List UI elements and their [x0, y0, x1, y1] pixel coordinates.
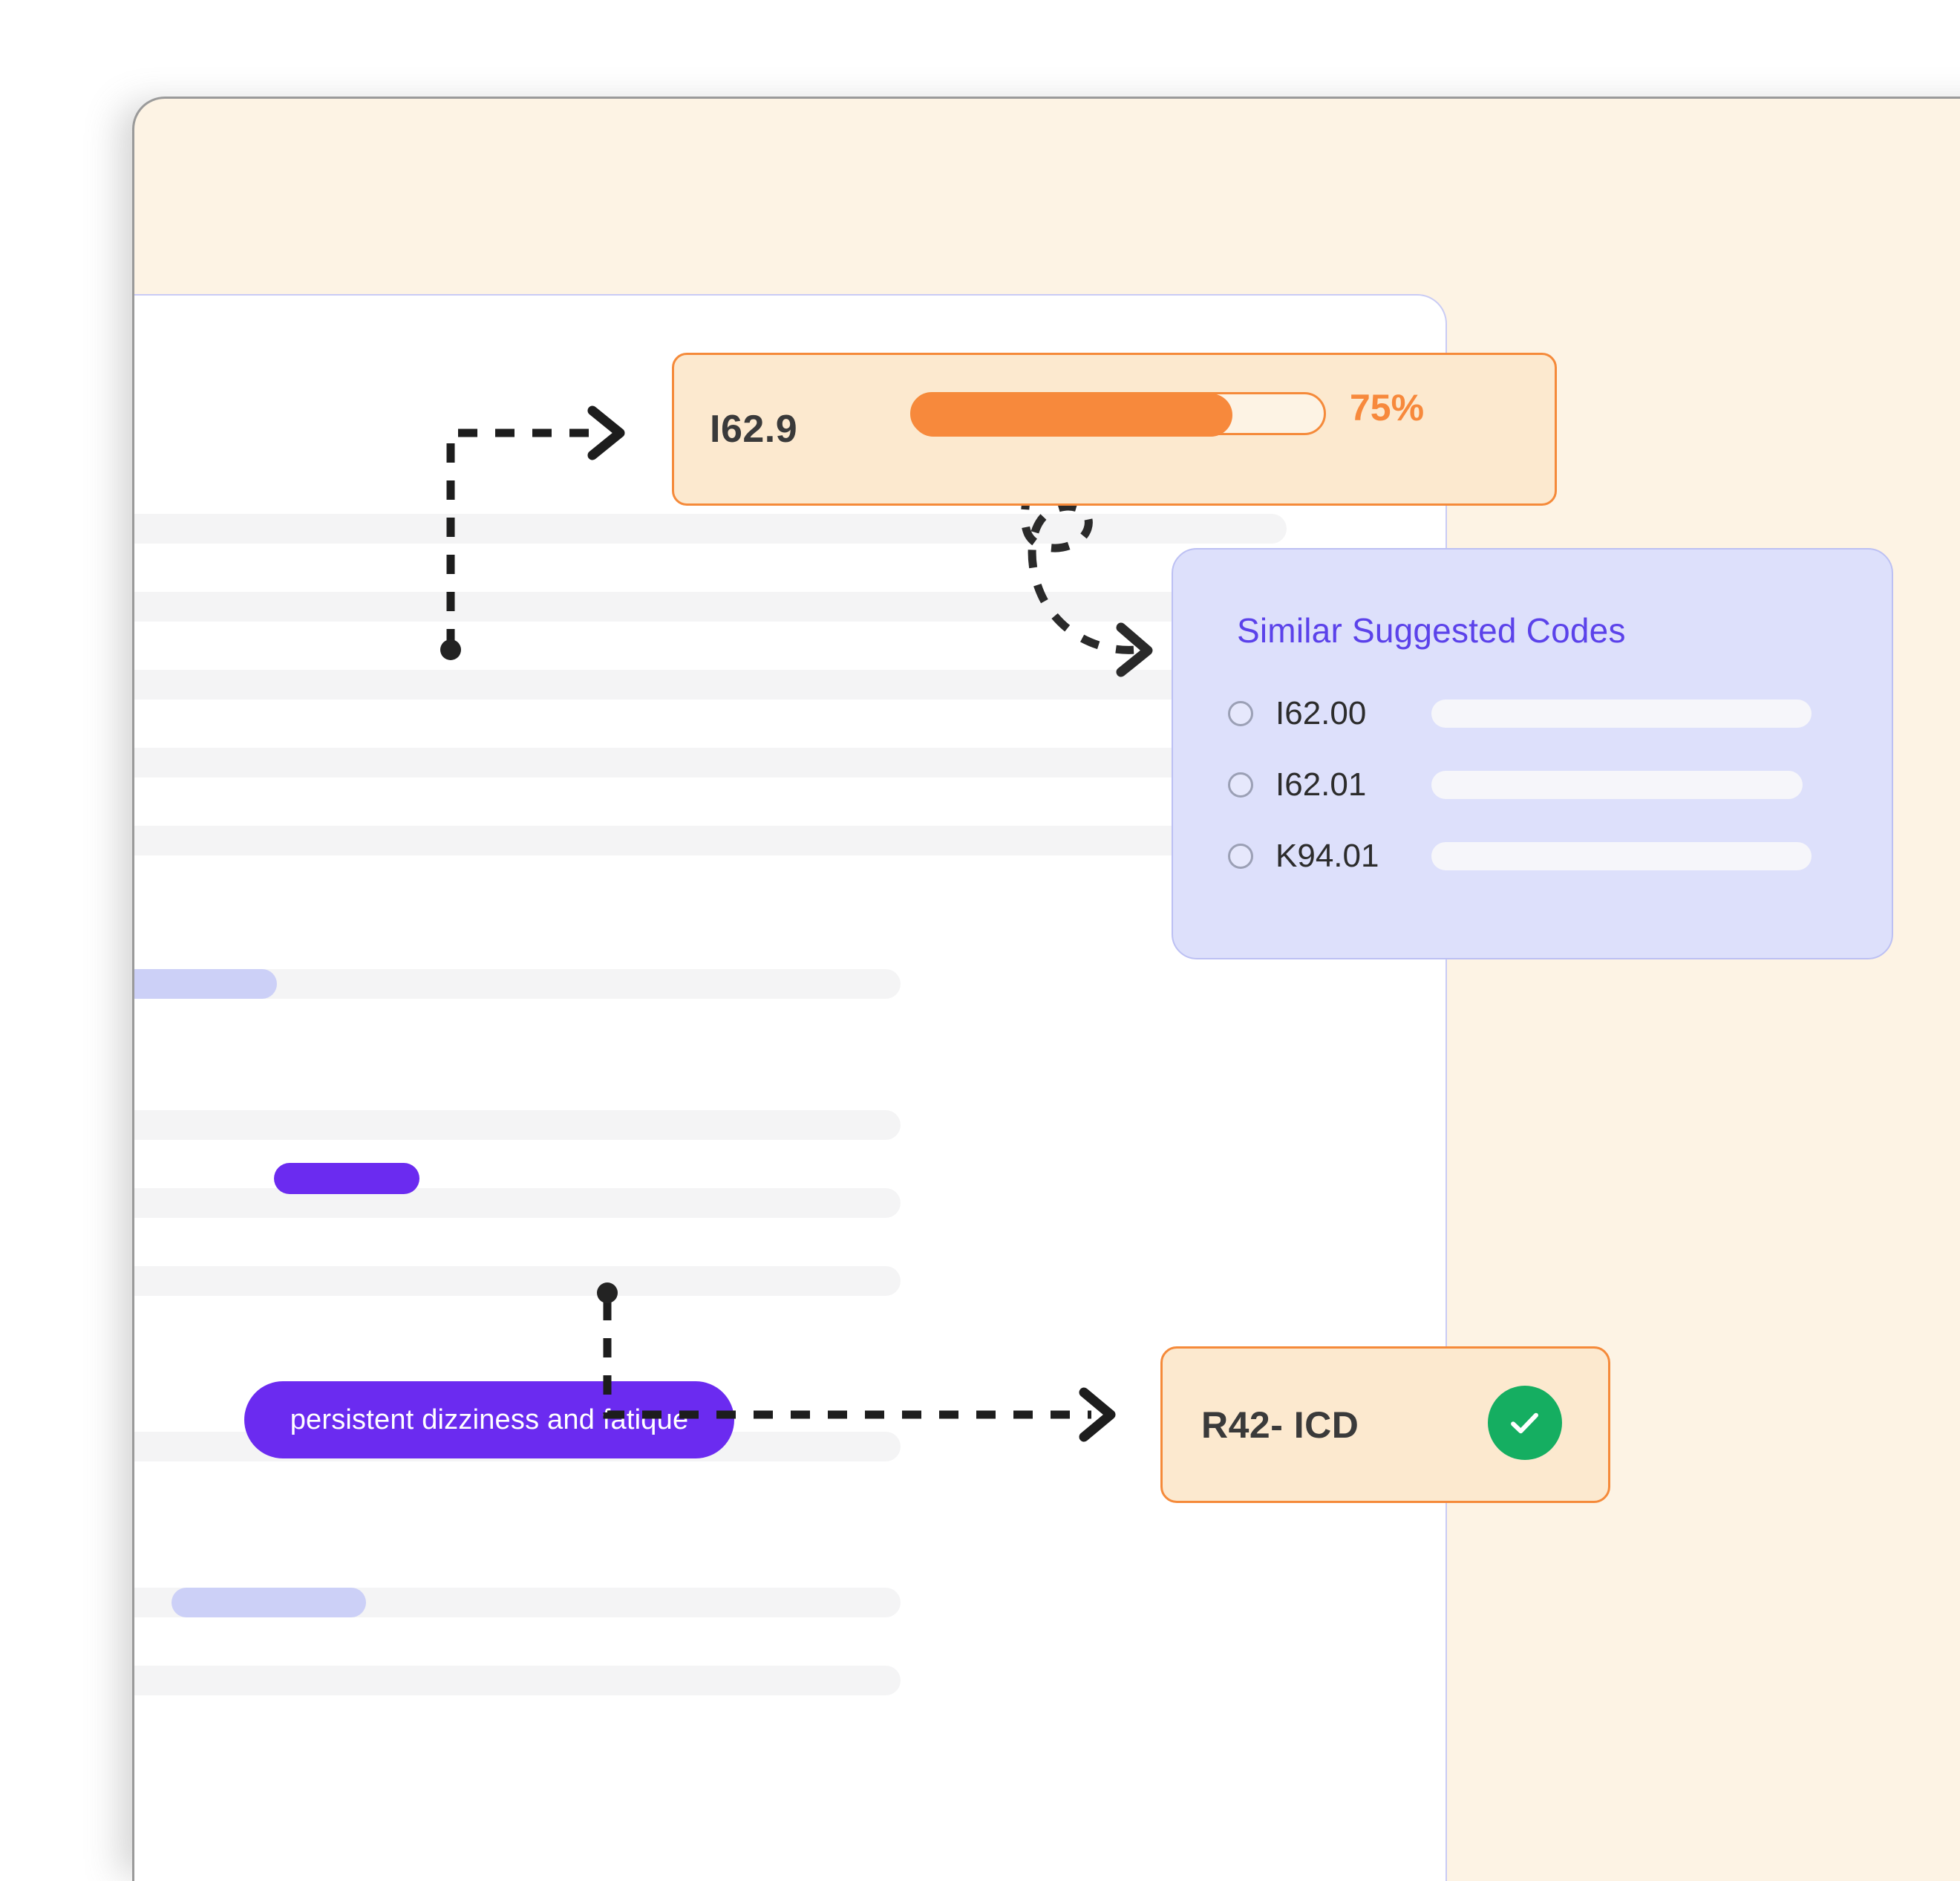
document-panel: persistent dizziness and fatique: [134, 294, 1447, 1881]
skeleton-row: [134, 1266, 901, 1296]
highlight-chip-small[interactable]: [274, 1163, 419, 1194]
skeleton-row: [134, 1110, 901, 1140]
suggested-code-description-placeholder: [1431, 771, 1803, 799]
suggested-code-option[interactable]: K94.01: [1228, 838, 1812, 874]
radio-icon[interactable]: [1228, 701, 1253, 726]
skeleton-row: [134, 514, 1287, 544]
suggested-code-description-placeholder: [1431, 842, 1812, 870]
skeleton-row: [134, 670, 1294, 700]
connector-dot-phrase-chip: [597, 1282, 618, 1303]
suggested-code-option[interactable]: I62.00: [1228, 695, 1812, 731]
code-confidence-card[interactable]: I62.9 75%: [672, 353, 1557, 506]
icd-code-label: R42- ICD: [1201, 1404, 1359, 1446]
highlight-chip-phrase[interactable]: persistent dizziness and fatique: [244, 1381, 734, 1458]
skeleton-highlight: [134, 969, 277, 999]
check-circle-icon: [1488, 1386, 1562, 1460]
radio-icon[interactable]: [1228, 844, 1253, 869]
suggested-code-label: K94.01: [1275, 838, 1379, 874]
skeleton-row: [134, 1188, 901, 1218]
confidence-progress-fill: [912, 394, 1232, 437]
confidence-progress-bar[interactable]: [910, 392, 1326, 437]
suggested-code-label: I62.01: [1275, 766, 1367, 803]
connector-dot-chip-small: [440, 639, 461, 660]
suggested-code-label: I62.00: [1275, 695, 1367, 731]
skeleton-row: [134, 1666, 901, 1695]
suggested-code-option[interactable]: I62.01: [1228, 766, 1803, 803]
confidence-percent-label: 75%: [1350, 387, 1425, 428]
code-label: I62.9: [710, 408, 798, 451]
similar-suggested-codes-panel: Similar Suggested Codes I62.00 I62.01 K9…: [1172, 548, 1893, 959]
suggested-code-description-placeholder: [1431, 700, 1812, 728]
highlight-chip-label: persistent dizziness and fatique: [290, 1404, 689, 1435]
skeleton-row: [134, 826, 1309, 855]
skeleton-row: [134, 592, 1316, 622]
icd-result-card[interactable]: R42- ICD: [1160, 1346, 1610, 1503]
skeleton-highlight: [172, 1588, 366, 1617]
skeleton-row: [134, 748, 1316, 777]
similar-suggested-codes-title: Similar Suggested Codes: [1237, 611, 1626, 650]
radio-icon[interactable]: [1228, 772, 1253, 798]
